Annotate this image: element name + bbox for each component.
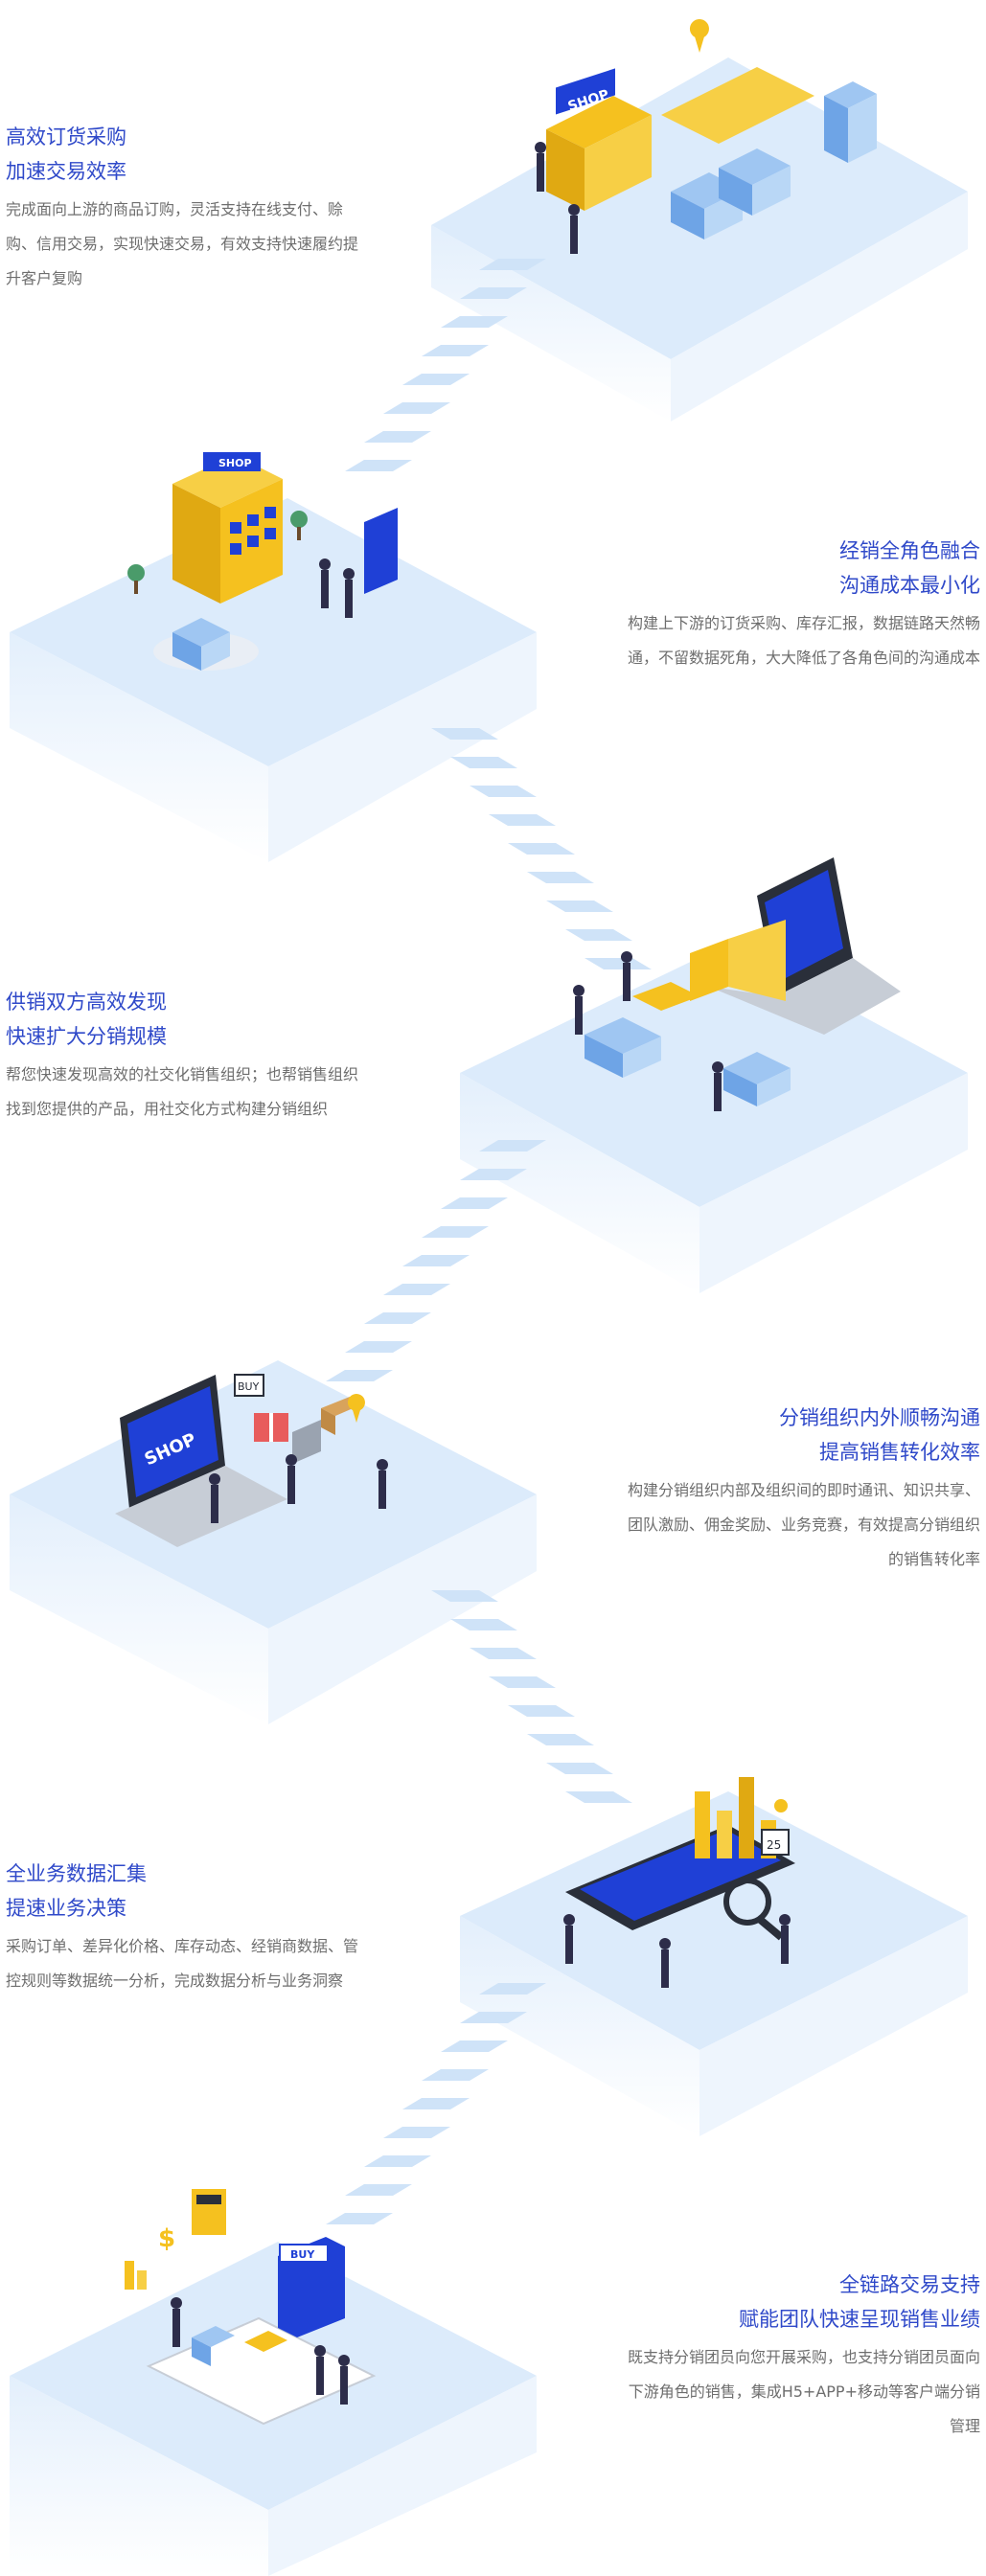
feature-title: 供销双方高效发现 [6,991,167,1014]
scene-3-laptop [573,857,901,1111]
feature-title: 高效订货采购 [6,125,126,148]
scene-2-store: SHOP [127,452,398,671]
feature-description: 既支持分销团员向您开展采购，也支持分销团员面向下游角色的销售，集成H5+APP+… [627,2348,980,2435]
scene-1-shop: SHOP [535,19,877,254]
dollar-icon: $ [158,2224,175,2253]
feature-description: 帮您快速发现高效的社交化销售组织；也帮销售组织找到您提供的产品，用社交化方式构建… [6,1065,359,1118]
screen-icon [364,508,398,594]
stairs-4 [431,1590,632,1803]
feature-title: 全链路交易支持 [839,2273,980,2296]
megaphone-icon [690,939,728,1001]
feature-description: 完成面向上游的商品订购，灵活支持在线支付、赊购、信用交易，实现快速交易，有效支持… [6,200,359,287]
calendar-day: 25 [767,1838,781,1852]
person-icon [661,1949,669,1988]
truck-icon [244,2331,287,2352]
person-icon [345,580,353,618]
person-icon [565,1926,573,1964]
lightbulb-icon [774,1799,788,1812]
feature-title: 分销组织内外顺畅沟通 [779,1406,980,1429]
platform-2 [10,498,537,862]
scene-4-ecommerce: SHOP BUY [115,1374,388,1547]
shop-sign: SHOP [218,457,252,469]
calendar-icon [761,1829,790,1856]
map-pin-icon [692,27,707,53]
buy-sign: BUY [238,1380,260,1393]
stairs-3 [326,1140,546,1381]
stairs-2 [431,728,652,969]
feature-section-1: 高效订货采购 加速交易效率 完成面向上游的商品订购，灵活支持在线支付、赊购、信用… [6,120,370,296]
feature-section-4: 分销组织内外顺畅沟通 提高销售转化效率 构建分销组织内部及组织间的即时通讯、知识… [616,1401,980,1577]
person-icon [287,1466,295,1504]
feature-section-5: 全业务数据汇集 提速业务决策 采购订单、差异化价格、库存动态、经销商数据、管控规… [6,1857,370,1998]
feature-description: 采购订单、差异化价格、库存动态、经销商数据、管控规则等数据统一分析，完成数据分析… [6,1937,359,1990]
feature-title: 全业务数据汇集 [6,1862,147,1885]
person-icon [378,1470,386,1509]
person-icon [781,1926,789,1964]
stairs-1 [345,259,546,471]
scene-6-mobile-store: BUY $ [125,2189,377,2426]
feature-section-6: 全链路交易支持 赋能团队快速呈现销售业绩 既支持分销团员向您开展采购，也支持分销… [616,2268,980,2444]
feature-description: 构建上下游的订货采购、库存汇报，数据链路天然畅通，不留数据死角，大大降低了各角色… [627,614,980,667]
feature-subtitle: 赋能团队快速呈现销售业绩 [739,2308,980,2331]
stairs-5 [326,1983,546,2224]
truck-icon [292,1420,321,1464]
buy-sign: BUY [290,2248,315,2261]
person-icon [570,216,578,254]
person-icon [316,2357,324,2395]
feature-section-3: 供销双方高效发现 快速扩大分销规模 帮您快速发现高效的社交化销售组织；也帮销售组… [6,985,370,1127]
scene-5-analytics: 25 [563,1777,795,1988]
person-icon [211,1485,218,1523]
feature-subtitle: 提速业务决策 [6,1897,126,1920]
tree-icon [127,564,145,581]
tree-icon [290,511,308,528]
person-icon [714,1073,722,1111]
magnifier-icon [723,1878,771,1926]
platform-5 [460,1791,968,2136]
feature-subtitle: 沟通成本最小化 [839,574,980,597]
person-icon [537,153,544,192]
person-icon [340,2366,348,2405]
bar-chart-icon [695,1791,710,1858]
feature-subtitle: 提高销售转化效率 [819,1441,980,1464]
feature-description: 构建分销组织内部及组织间的即时通讯、知识共享、团队激励、佣金奖励、业务竞赛，有效… [627,1481,980,1568]
feature-subtitle: 快速扩大分销规模 [6,1025,167,1048]
feature-title: 经销全角色融合 [839,539,980,562]
person-icon [623,963,631,1001]
bar-chart-icon [125,2261,134,2290]
feature-section-2: 经销全角色融合 沟通成本最小化 构建上下游的订货采购、库存汇报，数据链路天然畅通… [616,534,980,675]
person-icon [321,570,329,608]
person-icon [575,996,583,1035]
feature-subtitle: 加速交易效率 [6,160,126,183]
person-icon [172,2309,180,2347]
